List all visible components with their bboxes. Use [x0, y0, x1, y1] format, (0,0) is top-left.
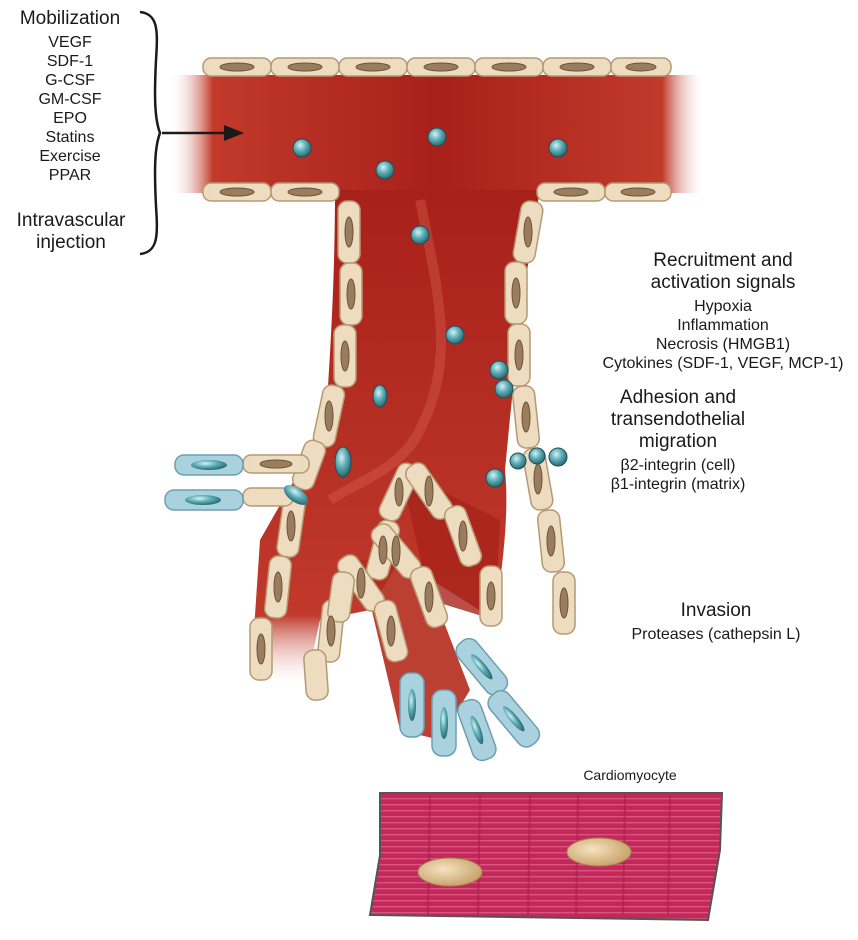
factor-statins: Statins — [0, 128, 140, 147]
factor-gmcsf: GM-CSF — [0, 90, 140, 109]
cardiomyocyte-nucleus — [567, 838, 631, 866]
protease-cathepsin: Proteases (cathepsin L) — [606, 625, 826, 644]
invasion-block: Invasion Proteases (cathepsin L) — [606, 600, 826, 644]
invasion-title: Invasion — [606, 600, 826, 622]
factor-gcsf: G-CSF — [0, 71, 140, 90]
cardiomyocyte-label: Cardiomyocyte — [575, 767, 685, 783]
progenitor-cell — [376, 161, 394, 179]
migrating-cell — [165, 490, 243, 510]
cardiomyocyte-nucleus — [418, 858, 482, 886]
injection-line-1: Intravascular — [0, 210, 142, 232]
adhesion-title-2: transendothelial — [578, 409, 778, 431]
signal-inflammation: Inflammation — [588, 316, 858, 335]
progenitor-cell — [549, 448, 567, 466]
factor-ppar: PPAR — [0, 166, 140, 185]
mobilization-title: Mobilization — [0, 8, 140, 30]
recruitment-title-1: Recruitment and — [588, 250, 858, 272]
factor-epo: EPO — [0, 109, 140, 128]
signal-cytokines: Cytokines (SDF-1, VEGF, MCP-1) — [588, 354, 858, 373]
cardiomyocyte — [370, 793, 722, 920]
progenitor-cell — [428, 128, 446, 146]
migrating-cell — [432, 690, 456, 756]
signal-necrosis: Necrosis (HMGB1) — [588, 335, 858, 354]
mobilization-factors: VEGF SDF-1 G-CSF GM-CSF EPO Statins Exer… — [0, 33, 140, 185]
injection-line-2: injection — [0, 232, 142, 254]
progenitor-cell — [486, 469, 504, 487]
integrin-matrix: β1-integrin (matrix) — [578, 475, 778, 494]
progenitor-cell — [446, 326, 464, 344]
progenitor-cell — [490, 361, 508, 379]
injection-label: Intravascular injection — [0, 210, 142, 254]
factor-exercise: Exercise — [0, 147, 140, 166]
integrin-cell: β2-integrin (cell) — [578, 456, 778, 475]
factor-vegf: VEGF — [0, 33, 140, 52]
factor-sdf1: SDF-1 — [0, 52, 140, 71]
progenitor-cell — [549, 139, 567, 157]
progenitor-cell — [335, 447, 351, 477]
migrating-cell — [400, 673, 424, 737]
right-wall-cells — [505, 200, 575, 634]
mobilization-brace — [140, 12, 228, 254]
progenitor-cell — [293, 139, 311, 157]
progenitor-cell — [495, 380, 513, 398]
progenitor-cell — [529, 448, 545, 464]
migrating-cell — [175, 455, 243, 475]
signal-hypoxia: Hypoxia — [588, 297, 858, 316]
progenitor-cell — [411, 226, 429, 244]
adhesion-title-3: migration — [578, 431, 778, 453]
recruitment-block: Recruitment and activation signals Hypox… — [588, 250, 858, 373]
adhesion-block: Adhesion and transendothelial migration … — [578, 387, 778, 494]
recruitment-title-2: activation signals — [588, 272, 858, 294]
adhesion-title-1: Adhesion and — [578, 387, 778, 409]
progenitor-cell — [510, 453, 526, 469]
progenitor-cell — [373, 385, 387, 407]
